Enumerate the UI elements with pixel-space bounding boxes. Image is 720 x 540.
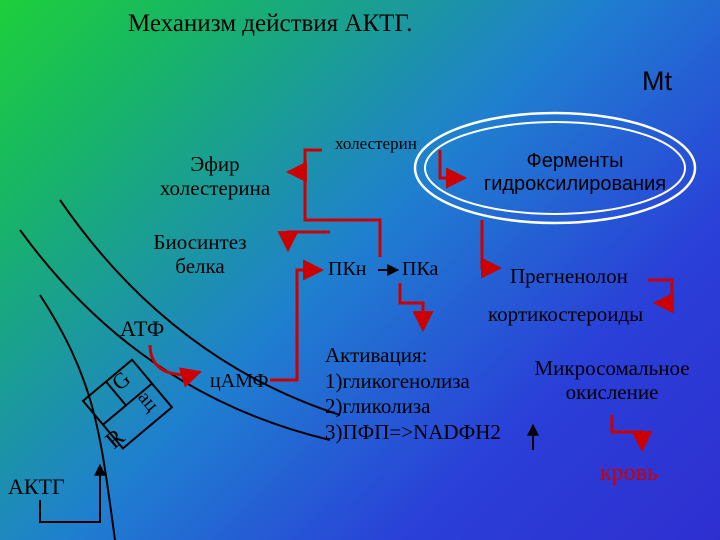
enzymes-label: Ферменты гидроксилирования <box>470 150 680 196</box>
actg-label: АКТГ <box>8 474 65 499</box>
atp-label: АТФ <box>120 316 165 341</box>
membrane-outer-curve <box>39 294 116 540</box>
ester-line-2: холестерина <box>159 176 271 201</box>
camp-pkn-arrow <box>270 259 325 382</box>
slide-title: Механизм действия АКТГ. <box>128 10 413 37</box>
activation-block: Активация: 1)гликогенолиза 2)гликолиза 3… <box>325 343 501 445</box>
mitochondrion-inner <box>424 121 686 215</box>
actg-arrow <box>39 463 106 523</box>
enzymes-line-2: гидроксилирования <box>483 173 667 195</box>
activation-item-1: 1)гликогенолиза <box>325 368 470 393</box>
pka-label: ПКа <box>402 258 439 280</box>
blood-label: кровь <box>600 460 658 486</box>
biosynthesis-line-1: Биосинтез <box>153 230 247 254</box>
microsomal-label: Микросомальное окисление <box>512 356 712 404</box>
corticosteroids-label: кортикостероиды <box>488 302 644 326</box>
pka-cholesterol-branch <box>303 148 382 257</box>
mt-label: Mt <box>642 66 672 96</box>
microsomal-blood-arrow <box>610 415 653 453</box>
enzymes-line-1: Ферменты <box>526 150 624 172</box>
cholesterol-enzymes-arrow <box>438 150 468 189</box>
pka-activation-arrow <box>398 283 434 333</box>
pregnenolone-label: Прегненолон <box>510 264 628 288</box>
microsomal-line-1: Микросомальное <box>534 356 690 380</box>
activation-title: Активация: <box>325 343 428 367</box>
membrane-inner-curve-2 <box>59 199 341 416</box>
cholesterol-label: холестерин <box>335 134 417 153</box>
activation-item-2: 2)гликолиза <box>325 394 431 419</box>
pka-biosynthesis-arrow <box>277 230 330 253</box>
mitochondrion-outer <box>413 111 697 225</box>
pkn-label: ПКн <box>328 258 367 280</box>
ester-label: Эфир холестерина <box>135 152 295 200</box>
atp-camp-arrow <box>148 344 203 388</box>
biosynthesis-label: Биосинтез белка <box>130 230 270 278</box>
microsomal-line-2: окисление <box>565 380 659 405</box>
biosynthesis-line-2: белка <box>175 254 225 279</box>
receptor-complex <box>81 358 174 450</box>
enzymes-pregnenolone-arrow <box>480 220 503 279</box>
camp-label: цАМФ <box>210 370 269 392</box>
activation-item-3: 3)ПФП=>NADФН2 <box>325 419 501 444</box>
pregnenolone-corticosteroids-arrow <box>648 278 674 314</box>
ester-line-1: Эфир <box>190 152 240 176</box>
